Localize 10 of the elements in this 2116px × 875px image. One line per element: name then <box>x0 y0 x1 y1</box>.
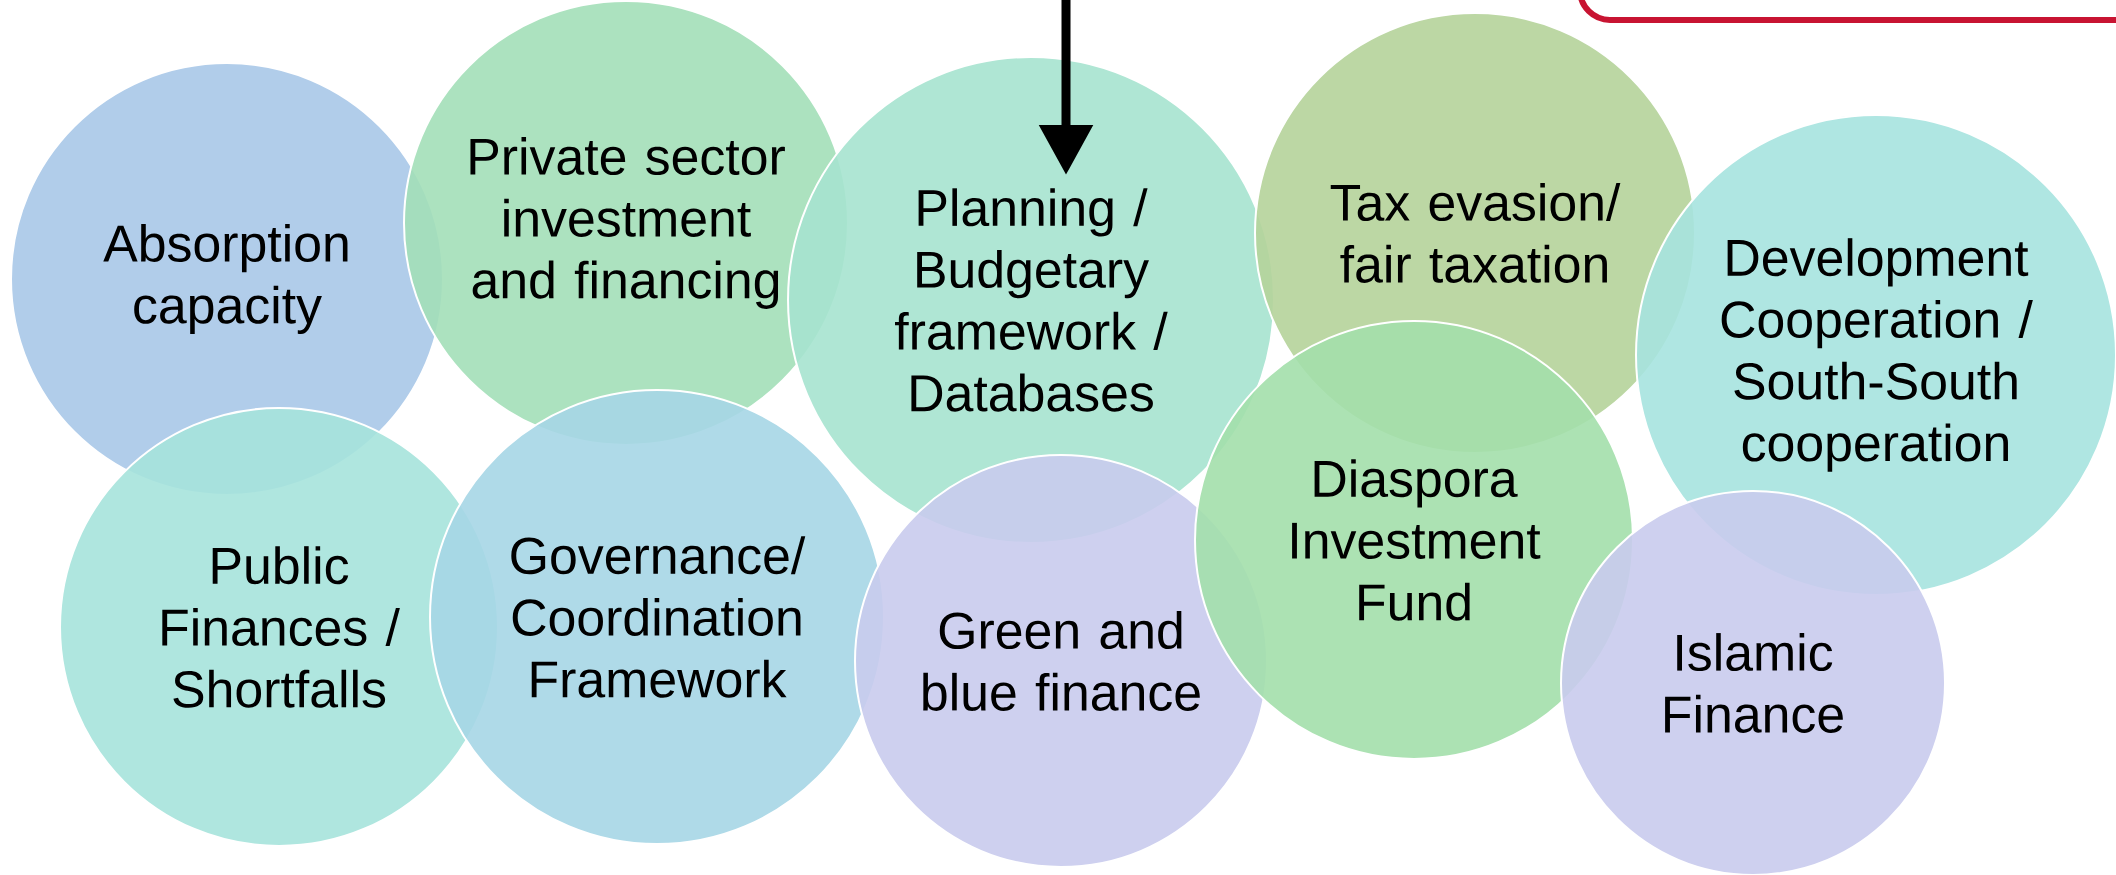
node-label: Public Finances / Shortfalls <box>162 546 400 708</box>
node-label: Planning / Budgetary framework / Databases <box>895 188 1168 412</box>
node-label: Tax evasion/ fair taxation <box>1330 183 1621 283</box>
node-label: Islamic Finance <box>1665 633 1843 733</box>
node-label: Governance/ Coordination Framework <box>511 536 806 698</box>
node-label: Green and blue finance <box>923 611 1200 711</box>
node-label: Diaspora Investment Fund <box>1292 459 1541 621</box>
node-label: Development Cooperation / South-South cooperation <box>1721 238 2033 472</box>
node-label: Absorption capacity <box>103 223 348 334</box>
node-label: Private sector investment and financing <box>470 137 785 309</box>
